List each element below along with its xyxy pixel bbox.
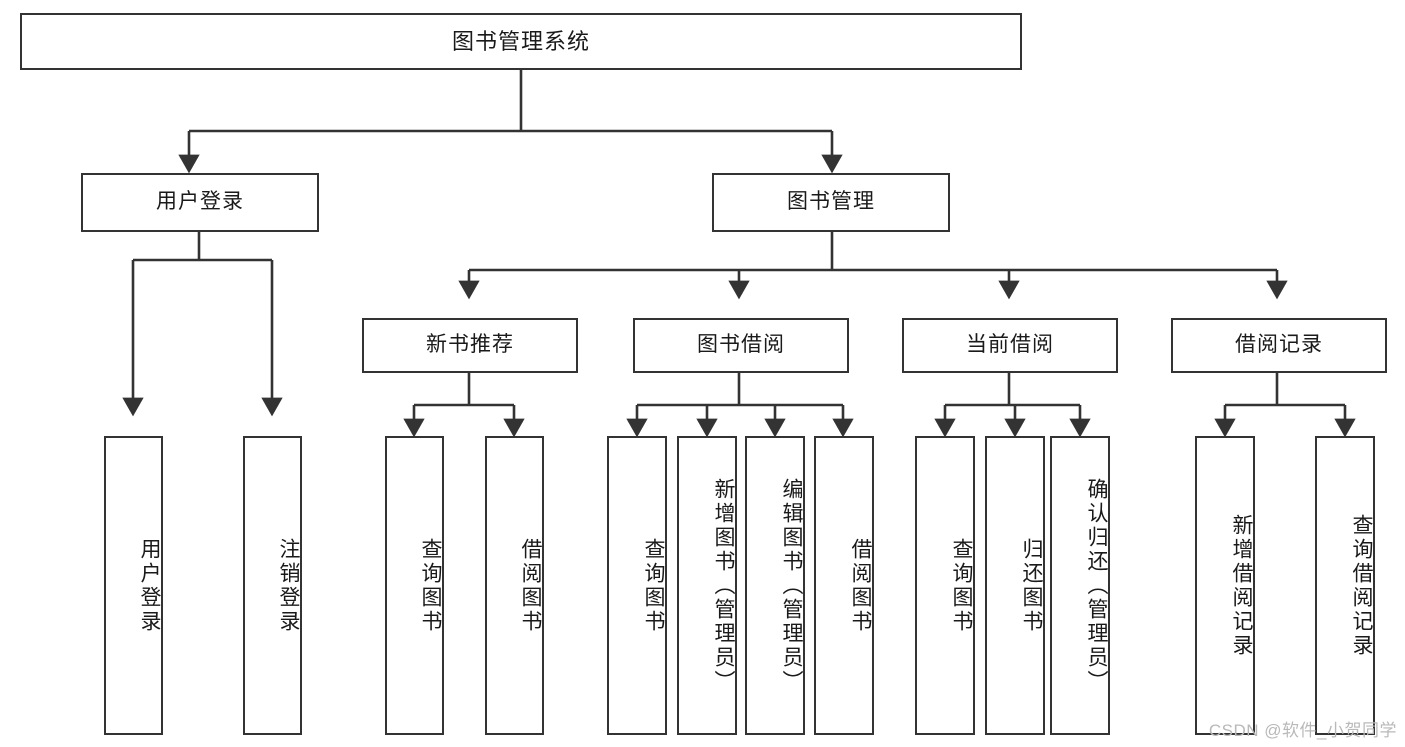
node-leaf-query-book-1[interactable]: 查询图书 (385, 436, 444, 735)
node-leaf-user-login[interactable]: 用户登录 (104, 436, 163, 735)
node-label: 注销登录 (277, 537, 300, 634)
node-leaf-query-book-3[interactable]: 查询图书 (915, 436, 975, 735)
node-user-login[interactable]: 用户登录 (81, 173, 319, 232)
node-leaf-add-book-admin[interactable]: 新增图书（管理员） (677, 436, 737, 735)
node-label: 新增图书（管理员） (712, 477, 735, 694)
node-leaf-confirm-return-admin[interactable]: 确认归还（管理员） (1050, 436, 1110, 735)
node-label: 归还图书 (1020, 537, 1043, 634)
node-leaf-borrow-book-2[interactable]: 借阅图书 (814, 436, 874, 735)
node-leaf-query-book-2[interactable]: 查询图书 (607, 436, 667, 735)
node-leaf-query-borrow-record[interactable]: 查询借阅记录 (1315, 436, 1375, 735)
node-label: 新增借阅记录 (1230, 513, 1253, 658)
node-label: 借阅记录 (1235, 333, 1323, 357)
node-label: 用户登录 (156, 190, 244, 214)
node-label: 查询图书 (419, 537, 442, 634)
node-label: 图书管理 (787, 190, 875, 214)
node-label: 查询借阅记录 (1350, 513, 1373, 658)
node-book-management[interactable]: 图书管理 (712, 173, 950, 232)
node-current-borrow[interactable]: 当前借阅 (902, 318, 1118, 373)
node-label: 借阅图书 (849, 537, 872, 634)
node-label: 借阅图书 (519, 537, 542, 634)
node-label: 查询图书 (642, 537, 665, 634)
node-leaf-edit-book-admin[interactable]: 编辑图书（管理员） (745, 436, 805, 735)
node-label: 确认归还（管理员） (1085, 477, 1108, 694)
node-new-book-recommend[interactable]: 新书推荐 (362, 318, 578, 373)
node-label: 图书管理系统 (451, 28, 590, 54)
csdn-watermark: CSDN @软件_小贺同学 (1208, 721, 1397, 740)
node-label: 当前借阅 (966, 333, 1054, 357)
node-leaf-return-book[interactable]: 归还图书 (985, 436, 1045, 735)
node-leaf-add-borrow-record[interactable]: 新增借阅记录 (1195, 436, 1255, 735)
node-book-borrow[interactable]: 图书借阅 (633, 318, 849, 373)
node-label: 用户登录 (138, 537, 161, 634)
node-root-book-management-system[interactable]: 图书管理系统 (20, 13, 1022, 70)
node-leaf-logout-login[interactable]: 注销登录 (243, 436, 302, 735)
node-leaf-borrow-book-1[interactable]: 借阅图书 (485, 436, 544, 735)
node-label: 编辑图书（管理员） (780, 477, 803, 694)
node-label: 新书推荐 (426, 333, 514, 357)
node-label: 图书借阅 (697, 333, 785, 357)
node-borrow-record[interactable]: 借阅记录 (1171, 318, 1387, 373)
node-label: 查询图书 (950, 537, 973, 634)
